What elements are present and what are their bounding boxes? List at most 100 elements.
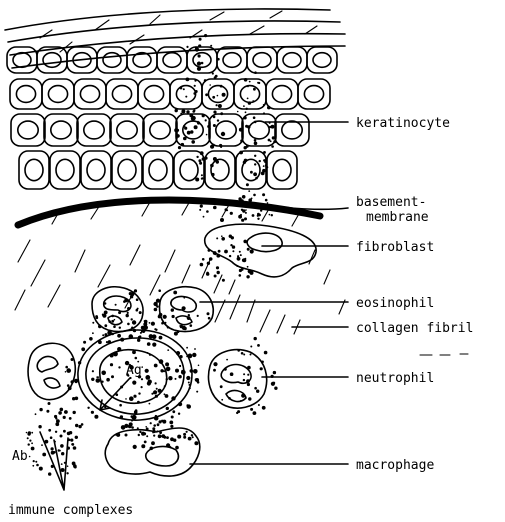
stipple-dot (171, 396, 175, 400)
stipple-dot (216, 254, 220, 258)
stipple-dot (54, 441, 56, 443)
stipple-dot (220, 385, 223, 388)
stipple-dot (128, 425, 132, 429)
stipple-dot (126, 314, 129, 317)
stipple-dot (48, 472, 51, 475)
stipple-dot (55, 417, 57, 419)
stipple-dot (181, 143, 184, 146)
stipple-dot (240, 139, 243, 142)
stipple-dot (92, 332, 94, 334)
stipple-dot (194, 348, 196, 350)
stipple-dot (133, 395, 136, 398)
stipple-dot (166, 443, 170, 447)
stipple-dot (127, 323, 130, 326)
immune-complexes-label: immune complexes (8, 503, 133, 518)
stipple-dot (156, 299, 160, 303)
stipple-dot (63, 430, 66, 433)
stipple-dot (158, 434, 162, 438)
stipple-dot (199, 38, 202, 41)
stipple-dot (75, 436, 78, 439)
stipple-dot (264, 206, 268, 210)
stipple-dot (153, 424, 156, 427)
stipple-dot (267, 106, 271, 110)
stipple-dot (38, 425, 41, 428)
stipple-dot (221, 237, 225, 241)
keratinocyte-cell (143, 114, 177, 146)
stipple-dot (138, 434, 140, 436)
stipple-dot (249, 81, 251, 83)
stipple-dot (260, 209, 262, 211)
stipple-dot (248, 397, 251, 400)
stipple-dot (165, 362, 169, 366)
keratinocyte-cell (11, 114, 45, 146)
stipple-dot (94, 415, 98, 419)
stipple-dot (250, 171, 253, 174)
stipple-dot (181, 109, 185, 113)
stipple-dot (101, 381, 103, 383)
stipple-dot (60, 435, 63, 438)
stipple-dot (230, 212, 233, 215)
stipple-dot (206, 272, 209, 275)
stipple-dot (108, 340, 111, 343)
stipple-dot (213, 124, 216, 127)
stipple-dot (202, 258, 205, 261)
stipple-dot (200, 205, 203, 208)
stipple-dot (197, 381, 200, 384)
keratinocyte-cell (236, 151, 266, 189)
stipple-dot (73, 411, 76, 414)
stipple-dot (191, 140, 195, 144)
stipple-dot (144, 320, 146, 322)
stipple-dot (61, 452, 64, 455)
stipple-dot (75, 424, 78, 427)
stipple-dot (108, 320, 111, 323)
stipple-dot (48, 429, 51, 432)
stipple-dot (260, 367, 263, 370)
stipple-dot (104, 333, 107, 336)
stipple-dot (210, 45, 212, 47)
stipple-dot (187, 404, 191, 408)
stipple-dot (245, 111, 247, 113)
stipple-dot (81, 347, 85, 351)
keratinocyte-cell (266, 79, 298, 109)
stipple-dot (66, 472, 68, 474)
stipple-dot (250, 271, 254, 275)
stipple-dot (73, 446, 77, 450)
stipple-dot (45, 440, 49, 444)
stipple-dot (194, 80, 196, 82)
stipple-dot (213, 202, 215, 204)
stipple-dot (253, 88, 256, 91)
stipple-dot (243, 354, 245, 356)
stipple-dot (216, 266, 219, 269)
stipple-dot (224, 368, 227, 371)
stipple-dot (273, 382, 276, 385)
stipple-dot (144, 441, 147, 444)
stipple-dot (215, 75, 218, 78)
stipple-dot (104, 324, 107, 327)
stipple-dot (191, 434, 193, 436)
stipple-dot (220, 85, 223, 88)
stipple-dot (194, 125, 198, 129)
stipple-dot (241, 219, 244, 222)
stipple-dot (243, 373, 245, 375)
stipple-dot (154, 328, 156, 330)
stipple-dot (187, 316, 191, 320)
stipple-dot (150, 447, 154, 451)
stipple-dot (192, 353, 196, 357)
stipple-dot (193, 92, 196, 95)
stipple-dot (270, 204, 272, 206)
stipple-dot (96, 378, 101, 383)
stipple-dot (160, 362, 162, 364)
stipple-dot (194, 85, 196, 87)
stipple-dot (69, 431, 72, 434)
stipple-dot (92, 322, 94, 324)
stipple-dot (132, 350, 136, 354)
stipple-dot (58, 449, 60, 451)
stipple-dot (222, 93, 226, 97)
stipple-dot (175, 378, 177, 380)
stipple-dot (262, 406, 266, 410)
stipple-dot (161, 322, 164, 325)
stipple-dot (205, 93, 208, 96)
keratinocyte-cell (42, 79, 74, 109)
stipple-dot (208, 249, 211, 252)
stipple-dot (91, 411, 94, 414)
